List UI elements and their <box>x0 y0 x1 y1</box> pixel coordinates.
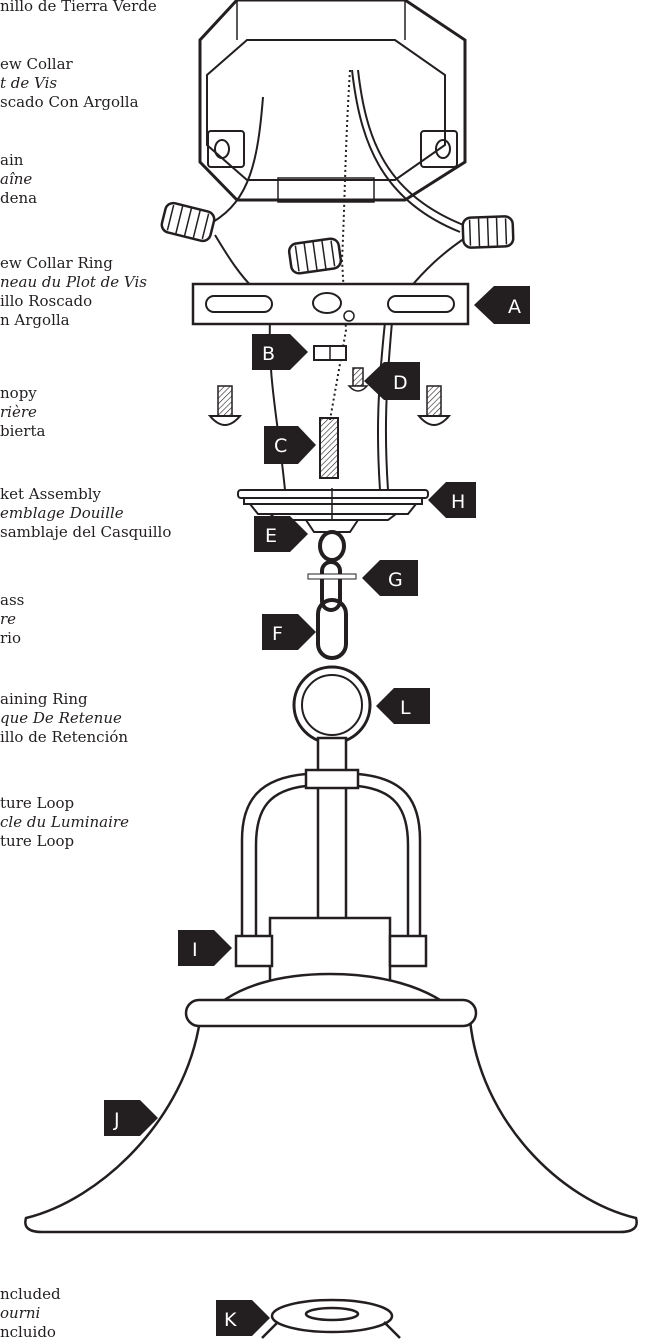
callout-f: F <box>262 614 316 650</box>
legend-socket-assembly: ket Assembly emblage Douille samblaje de… <box>0 485 172 541</box>
legend-ground-screw: nillo de Tierra Verde <box>0 0 157 15</box>
legend-chain: ain aîne dena <box>0 151 38 207</box>
legend-screw-collar: ew Collar t de Vis scado Con Argolla <box>0 55 139 111</box>
callout-k-text: K <box>224 1309 237 1331</box>
canopy-retaining-nut <box>304 519 360 533</box>
outlet-box <box>198 0 467 203</box>
callout-d: D <box>364 362 420 400</box>
callout-b: B <box>252 334 308 370</box>
wire-nut-center <box>287 237 343 275</box>
canopy <box>237 488 429 521</box>
wire-nut-left <box>160 201 216 243</box>
threaded-pipe <box>319 417 339 479</box>
callout-l-text: L <box>400 697 411 719</box>
callout-c-text: C <box>274 435 287 457</box>
callout-e-text: E <box>265 525 277 547</box>
fixture-loop-inner <box>301 674 363 736</box>
fixture-loop <box>292 665 372 745</box>
chain <box>316 530 348 660</box>
legend-retaining-ring: aining Ring que De Retenue illo de Reten… <box>0 690 129 746</box>
split-link <box>307 573 357 580</box>
callout-i-text: I <box>192 939 198 961</box>
legend-canopy: nopy rière bierta <box>0 384 46 440</box>
finial-not-included <box>261 1298 401 1339</box>
legend-collar-ring: ew Collar Ring neau du Plot de Vis illo … <box>0 254 147 329</box>
callout-l: L <box>376 688 430 724</box>
legend-fixture-loop: ture Loop cle du Luminaire ture Loop <box>0 794 129 850</box>
callout-h-text: H <box>451 491 465 513</box>
canopy-screw-right <box>416 385 452 426</box>
ground-screw <box>347 367 369 392</box>
legend-not-included: ncluded ourni ncluido <box>0 1285 61 1341</box>
mounting-crossbar <box>191 282 470 326</box>
callout-c: C <box>264 426 316 464</box>
callout-h: H <box>428 482 476 518</box>
callout-j-text: J <box>113 1109 120 1131</box>
callout-g: G <box>362 560 418 596</box>
callout-k: K <box>216 1300 270 1336</box>
callout-a-text: A <box>508 296 521 318</box>
callout-e: E <box>254 516 308 552</box>
callout-b-text: B <box>262 343 275 365</box>
ground-wire <box>329 69 351 421</box>
canopy-screw-left <box>207 385 243 426</box>
fixture-stem <box>304 736 360 922</box>
wire-nut-right <box>461 215 515 249</box>
callout-d-text: D <box>393 372 408 394</box>
callout-f-text: F <box>272 623 283 645</box>
glass-shade <box>24 972 638 1234</box>
legend-glass: ass re rio <box>0 591 25 647</box>
callout-g-text: G <box>388 569 403 591</box>
fixture-arms <box>240 772 422 940</box>
callout-i: I <box>178 930 232 966</box>
supply-wires <box>212 69 467 491</box>
callout-j: J <box>104 1100 158 1136</box>
callout-a: A <box>474 286 530 324</box>
